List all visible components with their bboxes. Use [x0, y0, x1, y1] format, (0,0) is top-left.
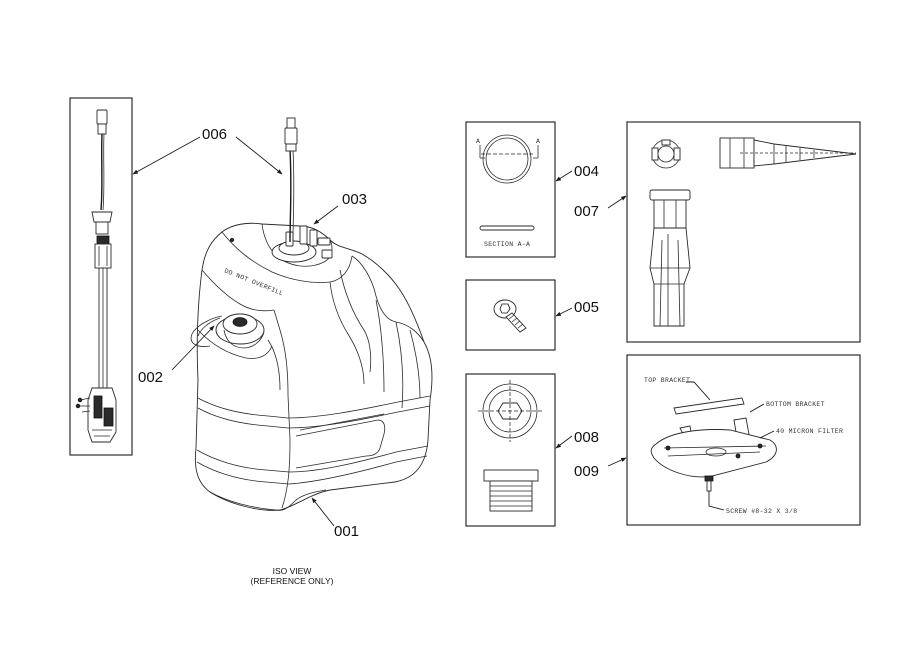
section-marker-left: A [476, 138, 480, 145]
fitting-detail [465, 373, 556, 527]
iso-view-caption: ISO VIEW [273, 566, 312, 576]
callout-009: 009 [574, 463, 599, 480]
screw-detail [465, 279, 556, 351]
reference-only-caption: (REFERENCE ONLY) [251, 576, 334, 586]
o-ring-section-detail: A A SECTION A-A [465, 121, 556, 258]
label-screw: SCREW #8-32 X 3/8 [726, 508, 797, 515]
callout-001: 001 [334, 523, 359, 540]
callout-003: 003 [342, 191, 367, 208]
callout-002: 002 [138, 369, 163, 386]
label-bottom-bracket: BOTTOM BRACKET [766, 401, 825, 408]
section-label: SECTION A-A [484, 241, 530, 248]
callout-004: 004 [574, 163, 599, 180]
label-40-micron-filter: 40 MICRON FILTER [776, 428, 843, 435]
callout-005: 005 [574, 299, 599, 316]
label-top-bracket: TOP BRACKET [644, 377, 690, 384]
section-marker-right: A [536, 138, 540, 145]
fill-cap-with-tether [190, 313, 265, 349]
filter-bracket-detail: TOP BRACKET BOTTOM BRACKET 40 MICRON FIL… [626, 354, 861, 526]
adapter-funnel-detail [626, 121, 861, 343]
callout-006: 006 [202, 126, 227, 143]
callout-008: 008 [574, 429, 599, 446]
callout-007: 007 [574, 203, 599, 220]
callout-leaders [132, 136, 627, 527]
sensor-harness-detail [69, 97, 133, 456]
sender-unit-assembly [271, 117, 333, 263]
fluid-tank-iso-view: DO NOT OVERFILL [194, 222, 433, 511]
